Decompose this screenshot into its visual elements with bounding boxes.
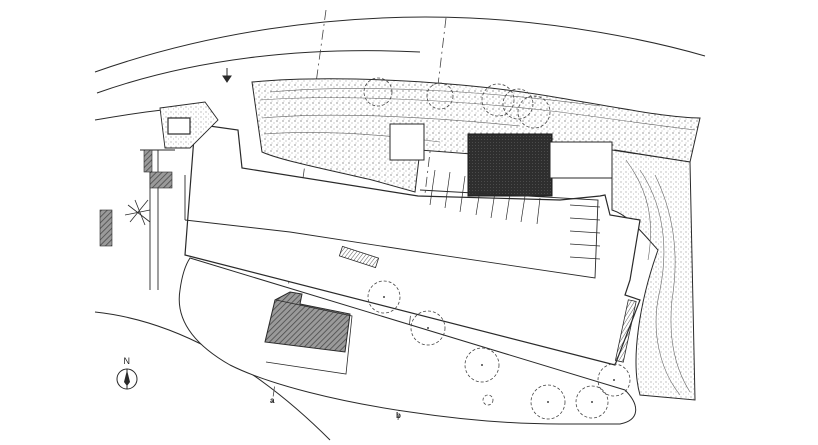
trees [363, 77, 631, 420]
north-label: N [124, 356, 131, 366]
tree-12 [517, 95, 551, 129]
section-mark-a-bottom: a [270, 396, 275, 405]
entrance-box [167, 117, 191, 135]
tree-8 [363, 77, 393, 107]
dark-block [467, 133, 553, 197]
entrance-arrow [222, 68, 232, 83]
tree-4 [530, 384, 566, 420]
stair-ramp [338, 245, 380, 269]
tree-2 [410, 310, 446, 346]
house-footprint [264, 291, 351, 353]
tree-7 [482, 394, 494, 406]
road-top [94, 16, 706, 94]
building-inner-roof [184, 189, 599, 279]
house-plot [265, 299, 353, 375]
parking-bays [429, 169, 601, 260]
tree-10 [481, 83, 515, 117]
west-hatch-2 [99, 209, 113, 247]
terrain-contours-east [625, 159, 691, 396]
tree-5 [575, 385, 609, 419]
tree-1 [367, 280, 401, 314]
tree-3 [464, 347, 500, 383]
section-marks: a b [270, 396, 401, 420]
west-hatch-1 [149, 171, 173, 189]
garden-pavilion [389, 123, 425, 161]
section-mark-b-bottom: b [396, 411, 401, 420]
west-hatch-3 [143, 149, 153, 173]
tree-9 [426, 82, 454, 110]
north-arrow: N [116, 356, 138, 390]
tree-11 [502, 88, 534, 120]
tree-centers [383, 296, 615, 403]
stair-east [614, 299, 637, 363]
west-tree-symbol [124, 199, 151, 226]
garden-deck [549, 141, 613, 179]
tree-6 [597, 363, 631, 397]
